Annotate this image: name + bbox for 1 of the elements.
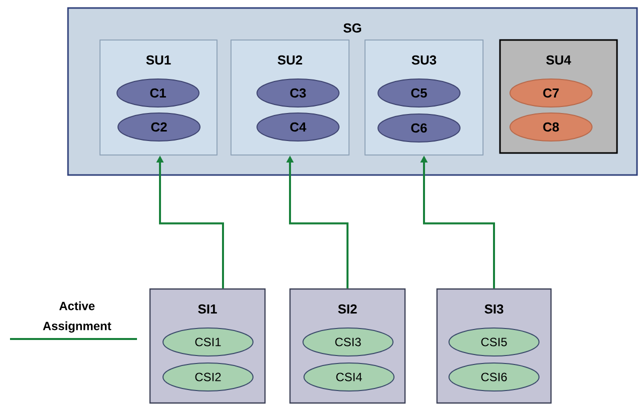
legend-entry: Active Assignment — [10, 301, 137, 340]
